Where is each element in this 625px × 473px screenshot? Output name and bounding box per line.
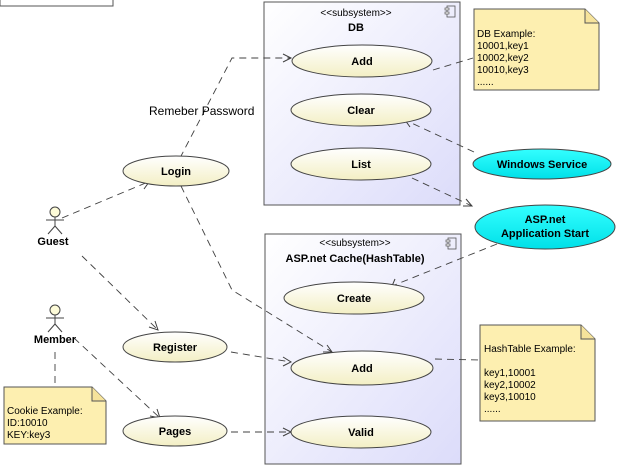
subsystem-cache-stereotype: <<subsystem>> [319, 238, 390, 249]
connector-note-db [432, 57, 474, 71]
use-case-label: Pages [159, 426, 191, 438]
note-line: DB Example: [477, 29, 535, 40]
actor-member-label: Member [34, 334, 77, 346]
use-case-label: List [351, 159, 371, 171]
use-case-clear[interactable]: Clear [290, 93, 432, 127]
note-line: KEY:key3 [7, 430, 51, 441]
note-db-example: DB Example: 10001,key1 10002,key2 10010,… [473, 8, 600, 91]
use-case-list[interactable]: List [290, 147, 432, 181]
use-case-add-db[interactable]: Add [291, 44, 433, 78]
use-case-login[interactable]: Login [122, 155, 230, 187]
note-cookie-example: Cookie Example: ID:10010 KEY:key3 [3, 386, 107, 445]
note-line: ...... [477, 77, 494, 88]
actor-member[interactable]: Member [34, 304, 77, 346]
use-case-aspnet-start[interactable]: ASP.net Application Start [474, 204, 616, 250]
use-case-label: Create [337, 293, 371, 305]
remember-password-label: Remeber Password [149, 104, 254, 118]
connector-login-add-cache [180, 185, 333, 353]
use-case-label: Register [153, 342, 198, 354]
member-figure-icon [46, 304, 64, 333]
connector-register-add-cache [230, 351, 292, 363]
use-case-pages[interactable]: Pages [122, 415, 228, 447]
connector-windows-clear [404, 119, 475, 153]
note-line: HashTable Example: [484, 344, 576, 355]
note-line: 10002,key2 [477, 53, 529, 64]
use-case-label-line1: ASP.net [525, 214, 566, 226]
note-line: key3,10010 [484, 392, 536, 403]
note-line: Cookie Example: [7, 406, 83, 417]
use-case-label-line2: Application Start [501, 228, 589, 240]
use-case-label: Add [351, 56, 372, 68]
note-line: 10010,key3 [477, 65, 529, 76]
connector-guest-login [61, 181, 149, 219]
use-case-windows-service[interactable]: Windows Service [472, 148, 612, 180]
use-case-add-cache[interactable]: Add [290, 350, 434, 386]
note-line: key1,10001 [484, 368, 536, 379]
cropped-frame [0, 0, 114, 7]
use-case-label: Windows Service [497, 159, 587, 171]
use-case-label: Add [351, 363, 372, 375]
component-icon [444, 5, 456, 18]
note-hashtable-example: HashTable Example: key1,10001 key2,10002… [479, 324, 596, 422]
guest-figure-icon [46, 206, 64, 235]
connector-guest-register [81, 255, 159, 331]
use-case-valid[interactable]: Valid [290, 415, 432, 449]
connector-note-hashtable [434, 358, 481, 361]
actor-guest-label: Guest [37, 236, 69, 248]
subsystem-db-title: DB [348, 22, 364, 34]
use-case-register[interactable]: Register [122, 331, 228, 363]
connector-login-add-db [179, 57, 291, 159]
note-line: 10001,key1 [477, 41, 529, 52]
note-line: ID:10010 [7, 418, 48, 429]
connectors [54, 57, 498, 433]
connector-aspnet-create [391, 243, 498, 287]
use-case-create[interactable]: Create [283, 281, 425, 315]
note-line: key2,10002 [484, 380, 536, 391]
subsystem-cache-title: ASP.net Cache(HashTable) [286, 253, 425, 265]
use-case-label: Login [161, 166, 191, 178]
component-icon [445, 237, 457, 250]
subsystem-db-stereotype: <<subsystem>> [320, 8, 391, 19]
note-line: ...... [484, 404, 501, 415]
connector-member-pages [73, 337, 161, 419]
actor-guest[interactable]: Guest [37, 206, 69, 248]
use-case-label: Valid [348, 427, 374, 439]
use-case-label: Clear [347, 105, 375, 117]
